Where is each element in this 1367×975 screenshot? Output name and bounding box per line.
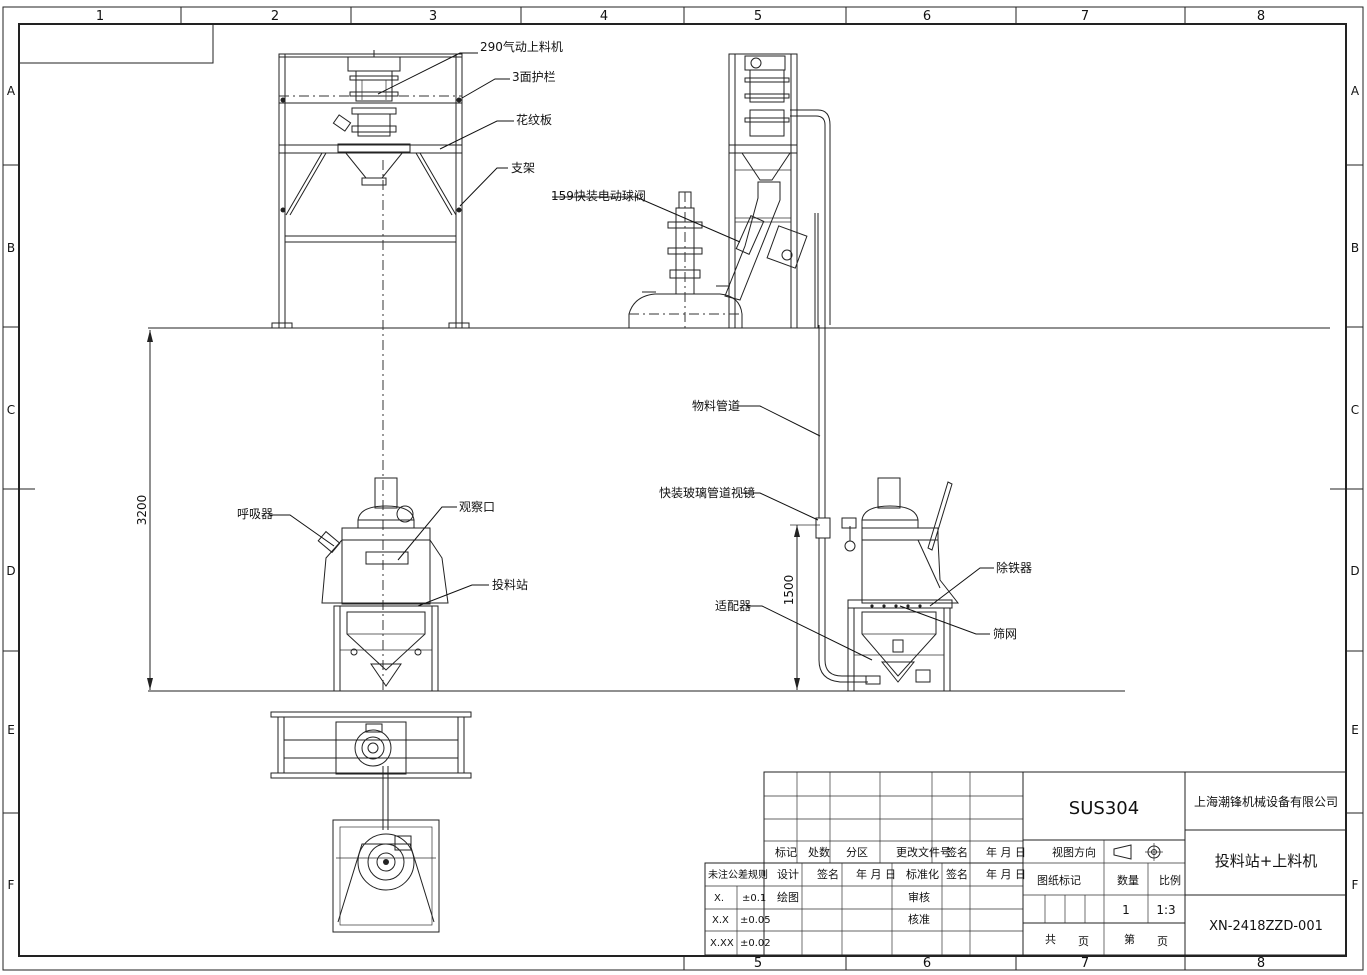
hdr-page: 页 <box>1078 935 1089 948</box>
hdr-view-dir: 视图方向 <box>1052 845 1096 859</box>
row-label: A <box>1351 84 1360 98</box>
drawing-title: 投料站+上料机 <box>1215 852 1318 870</box>
row-label: B <box>1351 241 1359 255</box>
col-label: 5 <box>754 9 762 24</box>
label-railing: 3面护栏 <box>512 69 556 84</box>
label-pipeline: 物料管道 <box>692 398 740 413</box>
hdr-drafting: 绘图 <box>777 890 799 904</box>
title-block <box>704 771 1347 956</box>
tolerance-val: ±0.1 <box>742 893 766 904</box>
company-name: 上海潮锋机械设备有限公司 <box>1194 794 1338 809</box>
tolerance-fmt: X.X <box>712 915 729 926</box>
drawing-frame <box>2 6 1364 971</box>
label-iron-remover: 除铁器 <box>996 560 1032 575</box>
row-label: E <box>7 723 15 737</box>
hdr-sign: 签名 <box>946 845 968 859</box>
frame-row-labels: A B C D E F A B C D E F <box>6 84 1360 892</box>
label-feeder-290: 290气动上料机 <box>480 39 563 54</box>
hdr-nth: 第 <box>1124 932 1135 946</box>
scale-value: 1:3 <box>1156 903 1175 917</box>
col-label-bottom: 8 <box>1257 956 1265 971</box>
label-viewport: 观察口 <box>459 500 495 514</box>
hdr-approve: 核准 <box>908 912 930 926</box>
dimension-3200: 3200 <box>135 330 153 690</box>
hdr-design: 设计 <box>777 868 799 881</box>
label-ball-valve: 159快装电动球阀 <box>551 189 646 203</box>
label-checker-plate: 花纹板 <box>516 112 552 127</box>
qty-value: 1 <box>1122 903 1130 917</box>
tolerance-fmt: X.XX <box>710 938 734 949</box>
label-screen: 筛网 <box>993 626 1017 641</box>
label-adapter: 适配器 <box>715 599 751 613</box>
row-label: F <box>8 878 15 892</box>
row-label: C <box>1351 403 1359 417</box>
row-label: B <box>7 241 15 255</box>
material-text: SUS304 <box>1069 798 1139 819</box>
feeding-station-right <box>841 477 960 692</box>
hdr-qty: 数量 <box>1117 874 1139 887</box>
hdr-date: 年 月 日 <box>986 845 1026 859</box>
col-label: 1 <box>96 9 104 24</box>
material-pipeline <box>814 213 868 683</box>
reactor-tank <box>628 191 743 330</box>
label-sight-glass: 快装玻璃管道视镜 <box>659 485 755 500</box>
row-label: E <box>1351 723 1359 737</box>
floor-lines <box>148 327 1330 692</box>
hdr-sign2: 签名 <box>817 867 839 881</box>
hdr-change-doc: 更改文件号 <box>896 845 951 859</box>
hdr-count: 处数 <box>808 846 830 859</box>
plan-view-platform <box>270 711 472 830</box>
dimension-3200-text: 3200 <box>135 495 149 526</box>
tolerance-val: ±0.02 <box>740 938 771 949</box>
hdr-review: 审核 <box>908 890 930 904</box>
hdr-zone: 分区 <box>846 846 868 859</box>
col-label: 8 <box>1257 9 1265 24</box>
callout-leaders <box>270 52 994 661</box>
col-label: 7 <box>1081 9 1089 24</box>
hdr-drawing-mark: 图纸标记 <box>1037 873 1081 887</box>
hdr-scale: 比例 <box>1159 873 1181 887</box>
row-label: D <box>1350 564 1359 578</box>
col-label-bottom: 6 <box>923 956 931 971</box>
dimension-1500-text: 1500 <box>782 575 796 606</box>
col-label: 2 <box>271 9 279 24</box>
hdr-date2: 年 月 日 <box>856 867 896 881</box>
hdr-sign3: 签名 <box>946 867 968 881</box>
plan-view-station <box>332 819 440 933</box>
callout-texts: 290气动上料机 3面护栏 花纹板 支架 159快装电动球阀 物料管道 快装玻璃… <box>237 39 1032 641</box>
hdr-standardize: 标准化 <box>906 867 939 881</box>
hdr-total: 共 <box>1045 933 1056 946</box>
feeding-station-left <box>317 477 449 692</box>
frame-column-labels: 1 2 3 4 5 6 7 8 5 6 7 8 <box>96 9 1265 971</box>
upper-platform <box>271 53 470 329</box>
hdr-page2: 页 <box>1157 935 1168 948</box>
col-label-bottom: 5 <box>754 956 762 971</box>
title-block-texts: SUS304 上海潮锋机械设备有限公司 投料站+上料机 XN-2418ZZD-0… <box>708 794 1338 949</box>
row-label: A <box>7 84 16 98</box>
row-label: D <box>6 564 15 578</box>
dimension-1500: 1500 <box>782 524 820 690</box>
col-label: 3 <box>429 9 437 24</box>
tolerance-title: 未注公差规则 <box>708 868 768 881</box>
col-label: 4 <box>600 9 608 24</box>
tolerance-val: ±0.05 <box>740 915 771 926</box>
label-station: 投料站 <box>492 577 528 592</box>
row-label: C <box>7 403 15 417</box>
label-support: 支架 <box>511 161 535 175</box>
label-breather: 呼吸器 <box>237 507 273 521</box>
tolerance-fmt: X. <box>714 893 724 904</box>
vacuum-feeder-290 <box>332 50 411 186</box>
hdr-mark: 标记 <box>775 845 797 859</box>
upper-right-tower <box>724 53 831 329</box>
drawing-number: XN-2418ZZD-001 <box>1209 919 1323 934</box>
col-label-bottom: 7 <box>1081 956 1089 971</box>
hdr-date3: 年 月 日 <box>986 867 1026 881</box>
row-label: F <box>1352 878 1359 892</box>
col-label: 6 <box>923 9 931 24</box>
